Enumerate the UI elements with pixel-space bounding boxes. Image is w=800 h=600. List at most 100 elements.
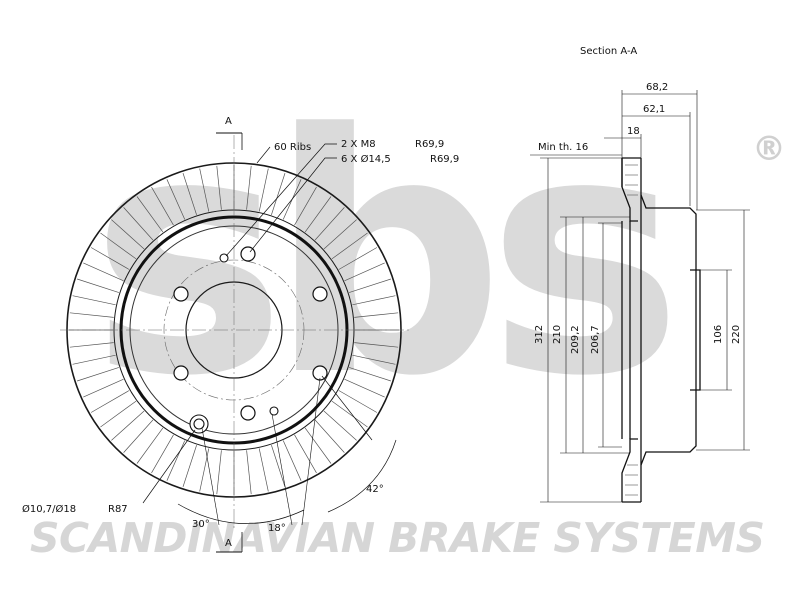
vent-rib bbox=[72, 295, 116, 306]
angle-30-ext bbox=[201, 427, 220, 526]
bolt-hole bbox=[240, 405, 256, 421]
vent-rib bbox=[83, 378, 124, 398]
angle-arc-bottom bbox=[177, 503, 305, 524]
section-view: Section A-A bbox=[530, 46, 750, 503]
small-hole-inner bbox=[193, 418, 205, 430]
dim-68-2: 68,2 bbox=[646, 82, 668, 93]
vent-rib bbox=[100, 400, 137, 428]
vent-rib bbox=[331, 232, 368, 260]
vent-rib bbox=[151, 434, 174, 474]
angle-arc-right bbox=[327, 439, 397, 513]
vent-rib bbox=[323, 410, 357, 441]
dim-312: 312 bbox=[534, 325, 545, 344]
angle-30-label: 30° bbox=[192, 519, 210, 530]
vent-rib bbox=[348, 278, 392, 293]
vent-rib bbox=[199, 168, 210, 212]
ribs-leader bbox=[256, 146, 271, 164]
vent-rib bbox=[354, 312, 399, 318]
top-dimensions bbox=[530, 90, 698, 210]
bolt-hole bbox=[312, 365, 328, 381]
angle-18-ext2 bbox=[301, 377, 321, 526]
vent-rib bbox=[136, 196, 164, 233]
vent-rib bbox=[354, 342, 399, 348]
vent-rib bbox=[271, 444, 286, 488]
dim-106: 106 bbox=[713, 325, 724, 344]
vent-rib bbox=[182, 172, 197, 216]
vent-rib bbox=[246, 450, 252, 495]
vent-rib bbox=[314, 419, 345, 453]
vent-rib bbox=[294, 434, 317, 474]
vent-rib bbox=[304, 427, 332, 464]
vent-rib bbox=[246, 165, 252, 210]
dim-18: 18 bbox=[627, 126, 640, 137]
vent-rib bbox=[338, 247, 378, 270]
holes-radius: R69,9 bbox=[430, 154, 459, 165]
angle-42-label: 42° bbox=[366, 484, 384, 495]
section-profile bbox=[621, 157, 701, 503]
holes-label: 6 X Ø14,5 bbox=[341, 153, 391, 165]
bolt-hole bbox=[173, 286, 189, 302]
dim-209-2: 209,2 bbox=[570, 325, 581, 354]
dim-62-1: 62,1 bbox=[643, 104, 665, 115]
vent-rib bbox=[271, 172, 286, 216]
dim-206-7: 206,7 bbox=[590, 325, 601, 354]
registered-mark: ® bbox=[752, 129, 786, 169]
vent-rib bbox=[151, 186, 174, 226]
vent-rib bbox=[69, 342, 114, 348]
dim-220: 220 bbox=[731, 325, 742, 344]
watermark-tagline: SCANDINAVIAN BRAKE SYSTEMS bbox=[30, 514, 765, 562]
vent-rib bbox=[76, 367, 120, 382]
vent-hatch bbox=[625, 164, 638, 496]
vent-rib bbox=[348, 367, 392, 382]
angle-42-leader bbox=[321, 375, 373, 441]
vent-rib bbox=[111, 410, 145, 441]
section-mark-top: A bbox=[225, 116, 232, 127]
vent-rib bbox=[282, 440, 302, 481]
bolt-hole bbox=[312, 286, 328, 302]
section-mark-bottom: A bbox=[225, 538, 232, 549]
vent-rib bbox=[123, 419, 154, 453]
thread-hole bbox=[269, 406, 279, 416]
small-hole-leader bbox=[142, 429, 196, 504]
vent-rib bbox=[216, 165, 222, 210]
vent-rib bbox=[338, 390, 378, 413]
ribs-label: 60 Ribs bbox=[274, 142, 311, 153]
small-hole-outer bbox=[189, 414, 209, 434]
vent-rib bbox=[100, 232, 137, 260]
vent-rib bbox=[199, 448, 210, 492]
front-view: A A 60 Ribs 2 X M8 R69,9 6 X Ø14,5 R69,9… bbox=[22, 116, 459, 553]
vent-rib bbox=[344, 262, 385, 282]
vent-rib bbox=[216, 450, 222, 495]
section-title: Section A-A bbox=[580, 46, 637, 57]
vent-rib bbox=[69, 312, 114, 318]
vent-rib bbox=[123, 207, 154, 241]
vent-rib bbox=[323, 219, 357, 250]
thread-leader bbox=[225, 143, 337, 257]
thread-radius: R69,9 bbox=[415, 139, 444, 150]
vent-rib bbox=[166, 440, 186, 481]
small-hole-radius: R87 bbox=[108, 504, 128, 515]
min-thickness: Min th. 16 bbox=[538, 142, 588, 153]
vent-rib bbox=[331, 400, 368, 428]
vent-ribs bbox=[69, 165, 399, 495]
vent-rib bbox=[304, 196, 332, 233]
dim-210: 210 bbox=[552, 325, 563, 344]
vent-rib bbox=[352, 354, 396, 365]
bolt-hole bbox=[173, 365, 189, 381]
watermark-logo: sbs bbox=[90, 64, 672, 448]
vent-rib bbox=[90, 390, 130, 413]
bolt-hole bbox=[240, 246, 256, 262]
vent-rib bbox=[136, 427, 164, 464]
vent-rib bbox=[72, 354, 116, 365]
angle-18-label: 18° bbox=[268, 523, 286, 534]
vent-rib bbox=[90, 247, 130, 270]
vent-rib bbox=[258, 448, 269, 492]
angle-18-ext bbox=[271, 413, 293, 526]
vent-rib bbox=[352, 295, 396, 306]
vent-rib bbox=[111, 219, 145, 250]
vent-rib bbox=[294, 186, 317, 226]
vent-rib bbox=[166, 179, 186, 220]
small-hole-label: Ø10,7/Ø18 bbox=[22, 503, 76, 515]
